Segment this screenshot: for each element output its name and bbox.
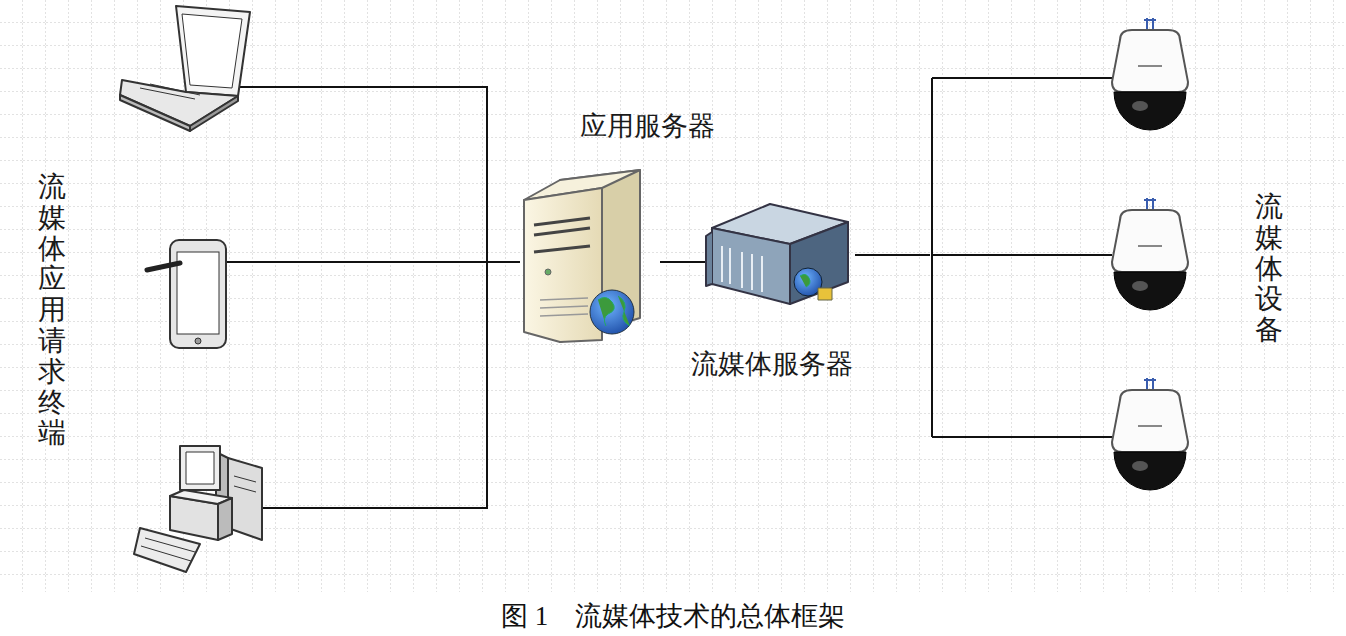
dome-camera — [1112, 198, 1188, 310]
connector-line — [277, 261, 520, 263]
app-server-icon — [524, 170, 640, 342]
grid-background — [0, 0, 1346, 592]
dome-camera — [1112, 378, 1188, 490]
server-label: 应用服务器 — [580, 110, 715, 142]
wires — [183, 78, 1112, 508]
stream-server-icon — [706, 204, 848, 304]
laptop-icon — [120, 6, 250, 131]
connector-line — [855, 254, 930, 256]
connector-line — [660, 261, 705, 263]
dome-camera — [1112, 18, 1188, 130]
tablet-icon — [147, 240, 226, 348]
device-group: 流媒体设备 — [930, 10, 1325, 500]
camera-icons — [1112, 18, 1188, 490]
group-label: 流媒体设备 — [1255, 192, 1283, 346]
group-label: 流媒体应用请求终端 — [38, 172, 66, 449]
caption-text: 图 1 流媒体技术的总体框架 — [501, 601, 845, 631]
terminal-group: 流媒体应用请求终端 — [15, 0, 277, 590]
server-label: 流媒体服务器 — [691, 348, 853, 380]
app-server: 应用服务器 — [520, 108, 660, 348]
figure-caption: 图 1 流媒体技术的总体框架 — [0, 598, 1346, 634]
stream-server: 流媒体服务器 — [705, 198, 855, 390]
desktop-icon — [134, 446, 262, 572]
